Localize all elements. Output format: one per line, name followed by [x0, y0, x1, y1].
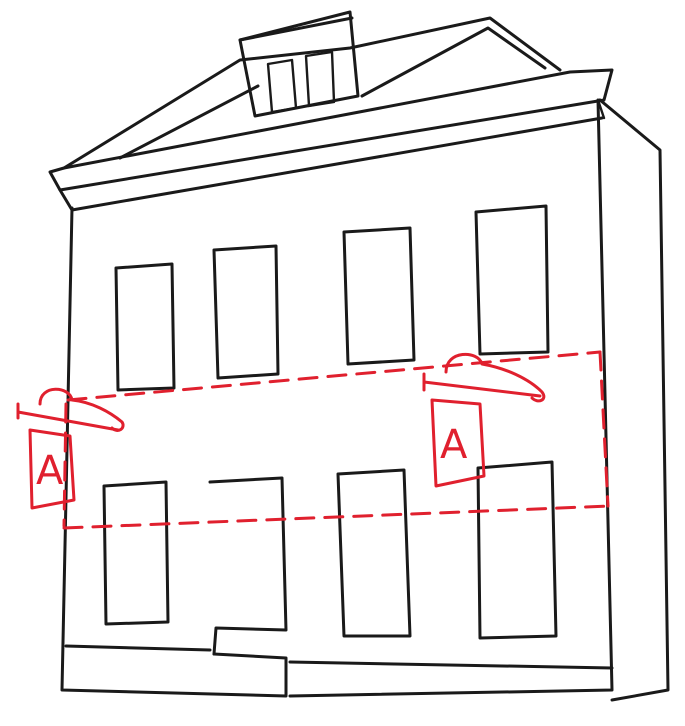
- signage-zone-outline: [64, 352, 610, 528]
- sign-letter: A: [440, 422, 468, 468]
- lower-openings: [104, 462, 556, 654]
- window-upper-1: [116, 264, 174, 390]
- sign-bracket-arm: [424, 382, 540, 396]
- window-upper-3: [344, 228, 414, 364]
- window-lower-2: [338, 470, 410, 636]
- window-lower-3: [478, 462, 556, 638]
- window-upper-2: [214, 246, 278, 378]
- door: [210, 478, 286, 654]
- dormer: [240, 12, 358, 116]
- hanging-sign-left: A: [18, 389, 123, 508]
- roof: [50, 18, 612, 210]
- sign-letter: A: [36, 448, 64, 494]
- window-lower-1: [104, 482, 168, 624]
- window-upper-4: [476, 206, 548, 354]
- hanging-sign-right: A: [424, 354, 544, 486]
- facade: [62, 100, 668, 700]
